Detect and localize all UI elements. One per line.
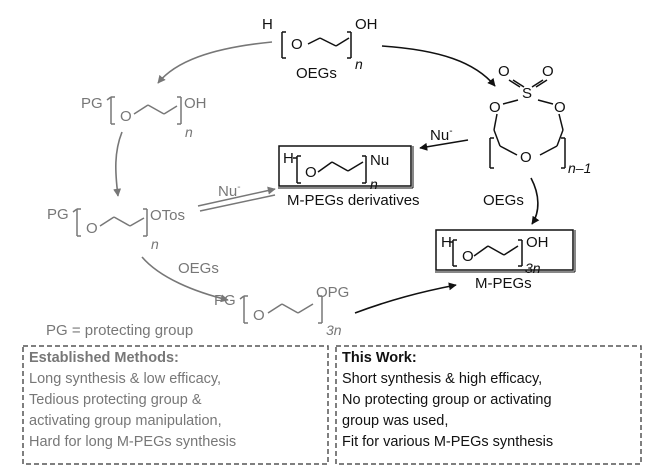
- cyclic-sulfate-structure: [489, 79, 566, 169]
- sulfate-o-top-right: O: [542, 63, 554, 80]
- this-work-line-1: Short synthesis & high efficacy,: [342, 371, 543, 387]
- sulfate-o-top-left: O: [498, 63, 510, 80]
- pg-tosylate-otos: OTos: [150, 207, 186, 224]
- arrow-cyclic-sulfate-to-derivative: [419, 139, 469, 151]
- sulfate-o-left: O: [489, 99, 501, 116]
- oeg-structure: [281, 31, 352, 59]
- pg-alcohol-structure: [106, 96, 182, 125]
- this-work-line-2: No protecting group or activating: [342, 392, 552, 408]
- sulfate-n: n–1: [568, 160, 592, 176]
- arrow-cyclic-sulfate-to-mpeg: [530, 177, 540, 225]
- mpeg-name: M-PEGs: [475, 275, 532, 292]
- oeg-h: H: [262, 16, 273, 33]
- derivative-o: O: [305, 164, 317, 181]
- established-line-1: Long synthesis & low efficacy,: [29, 371, 222, 387]
- pg-product-opg: OPG: [316, 284, 350, 301]
- mpeg-box: [435, 229, 574, 271]
- derivative-box: [278, 145, 412, 187]
- pg-product-pg: PG: [214, 292, 236, 309]
- sulfate-o-ring: O: [520, 149, 532, 166]
- pg-tosylate-pg: PG: [47, 206, 69, 223]
- sulfate-o-right: O: [554, 99, 566, 116]
- arrow-pg-alcohol-to-tosylate: [113, 131, 123, 197]
- pg-tosylate-structure: [72, 208, 148, 237]
- reagent-nu-left: Nu-: [218, 182, 241, 200]
- arrow-oeg-to-pg-alcohol: [157, 41, 273, 84]
- arrow-tosylate-to-derivative-2: [199, 194, 276, 212]
- pg-alcohol-n: n: [185, 124, 193, 140]
- pg-alcohol-oh: OH: [184, 95, 207, 112]
- mpeg-structure: [449, 239, 523, 267]
- this-work-panel: [335, 345, 642, 465]
- pg-alcohol-o: O: [120, 108, 132, 125]
- derivative-n: n: [370, 176, 378, 192]
- reagent-nu-right: Nu-: [430, 126, 453, 144]
- established-line-4: Hard for long M-PEGs synthesis: [29, 434, 237, 450]
- reagent-oegs-right: OEGs: [483, 192, 524, 209]
- established-line-2: Tedious protecting group &: [29, 392, 202, 408]
- arrow-oeg-to-cyclic-sulfate: [381, 45, 496, 87]
- pg-product-n: 3n: [326, 322, 342, 338]
- arrow-pg-product-to-mpeg: [354, 282, 457, 314]
- oeg-name: OEGs: [296, 65, 337, 82]
- oeg-n: n: [355, 56, 363, 72]
- pg-alcohol-pg: PG: [81, 95, 103, 112]
- sulfate-s: S: [522, 85, 533, 102]
- mpeg-oh: OH: [526, 234, 549, 251]
- this-work-line-4: Fit for various M-PEGs synthesis: [342, 434, 554, 450]
- established-text: Established Methods: Long synthesis & lo…: [29, 348, 236, 453]
- established-title: Established Methods:: [29, 350, 179, 366]
- derivative-structure: [293, 155, 367, 184]
- pg-tosylate-n: n: [151, 236, 159, 252]
- this-work-title: This Work:: [342, 350, 417, 366]
- established-panel: [22, 345, 329, 465]
- established-line-3: activating group manipulation,: [29, 413, 222, 429]
- arrow-tosylate-to-pg-product: [141, 256, 229, 303]
- oeg-oh: OH: [355, 16, 378, 33]
- reagent-oegs-left: OEGs: [178, 260, 219, 277]
- derivative-h: H: [283, 150, 294, 167]
- mpeg-o: O: [462, 248, 474, 265]
- pg-product-o: O: [253, 307, 265, 324]
- derivative-name: M-PEGs derivatives: [287, 192, 420, 209]
- this-work-text: This Work: Short synthesis & high effica…: [342, 348, 553, 453]
- derivative-nu: Nu: [370, 152, 390, 169]
- this-work-line-3: group was used,: [342, 413, 449, 429]
- mpeg-h: H: [441, 234, 452, 251]
- pg-note: PG = protecting group: [46, 322, 194, 339]
- pg-tosylate-o: O: [86, 220, 98, 237]
- oeg-o: O: [291, 36, 303, 53]
- mpeg-n: 3n: [525, 260, 541, 276]
- pg-product-structure: [239, 295, 323, 324]
- arrow-tosylate-to-derivative-1: [197, 186, 276, 207]
